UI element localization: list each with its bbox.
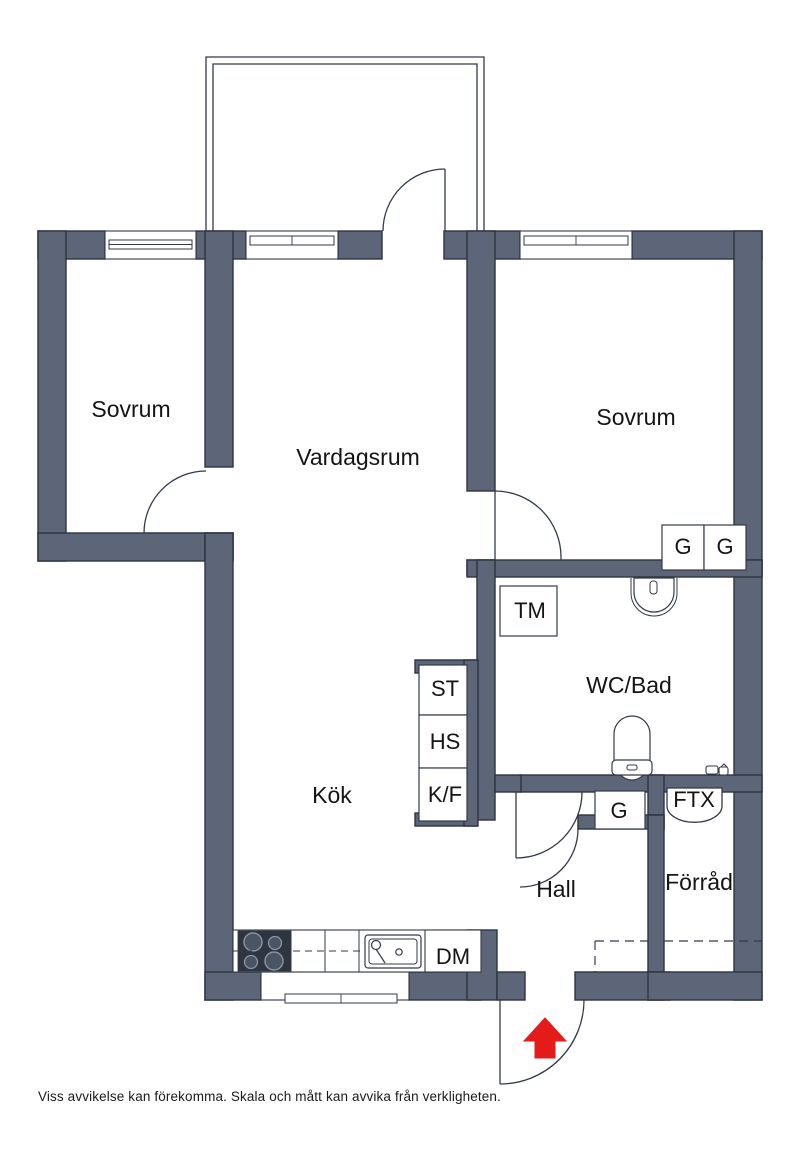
room-label-vardagsrum: Vardagsrum: [296, 444, 420, 470]
door-wc: [519, 828, 579, 888]
room-label-sovrum-right: Sovrum: [596, 404, 675, 430]
windows: [104, 230, 633, 1004]
kitchen-sink-icon: [364, 934, 422, 969]
fixture-label-tumble-dryer: TM: [514, 598, 546, 623]
door-balcony: [382, 168, 446, 232]
cabinet-column: [418, 664, 468, 822]
washbasin-icon: [630, 577, 678, 617]
disclaimer-text: Viss avvikelse kan förekomma. Skala och …: [38, 1089, 501, 1104]
bedroom-wardrobes: [661, 524, 747, 571]
door-kitchen-hall: [515, 791, 583, 859]
fixture-label-storage-cabinet: ST: [431, 676, 459, 701]
door-bedroom-left: [143, 470, 207, 534]
window-bedroom-left: [104, 230, 197, 260]
fixture-label-wardrobe-hall: G: [610, 798, 627, 823]
room-labels: Sovrum Vardagsrum Sovrum Kök WC/Bad Hall…: [91, 396, 733, 902]
bathroom-fixtures: [611, 577, 729, 781]
fixture-label-wardrobe-bedroom-1: G: [674, 534, 691, 559]
doors: [143, 168, 585, 1085]
fixture-labels: G G TM ST HS K/F G FTX DM: [428, 534, 734, 969]
ventilation-box: [666, 787, 723, 823]
door-bedroom-right: [494, 490, 562, 560]
fixture-label-shelf-cabinet: HS: [430, 729, 461, 754]
room-label-wc-bad: WC/Bad: [586, 672, 672, 698]
fixture-label-wardrobe-bedroom-2: G: [716, 534, 733, 559]
tumble-dryer-box: [499, 585, 558, 637]
shelves: [594, 940, 762, 972]
window-living-room: [245, 230, 339, 260]
fixture-label-dishwasher: DM: [436, 944, 470, 969]
room-label-sovrum-left: Sovrum: [91, 396, 170, 422]
entrance-arrow-icon: [522, 1017, 568, 1059]
door-entrance: [499, 999, 585, 1085]
window-kitchen: [260, 971, 410, 1004]
room-label-forrad: Förråd: [665, 869, 733, 895]
window-bedroom-right: [519, 230, 633, 260]
fixture-label-ventilation-unit: FTX: [673, 787, 715, 812]
fixture-label-fridge-freezer: K/F: [428, 782, 462, 807]
dishwasher-box: [424, 929, 482, 973]
toilet-icon: [611, 715, 653, 781]
room-label-hall: Hall: [536, 876, 576, 902]
balcony: [205, 56, 485, 236]
hall-wardrobe: [594, 790, 646, 830]
faucet-icon: [705, 763, 729, 776]
room-label-kok: Kök: [312, 782, 352, 808]
